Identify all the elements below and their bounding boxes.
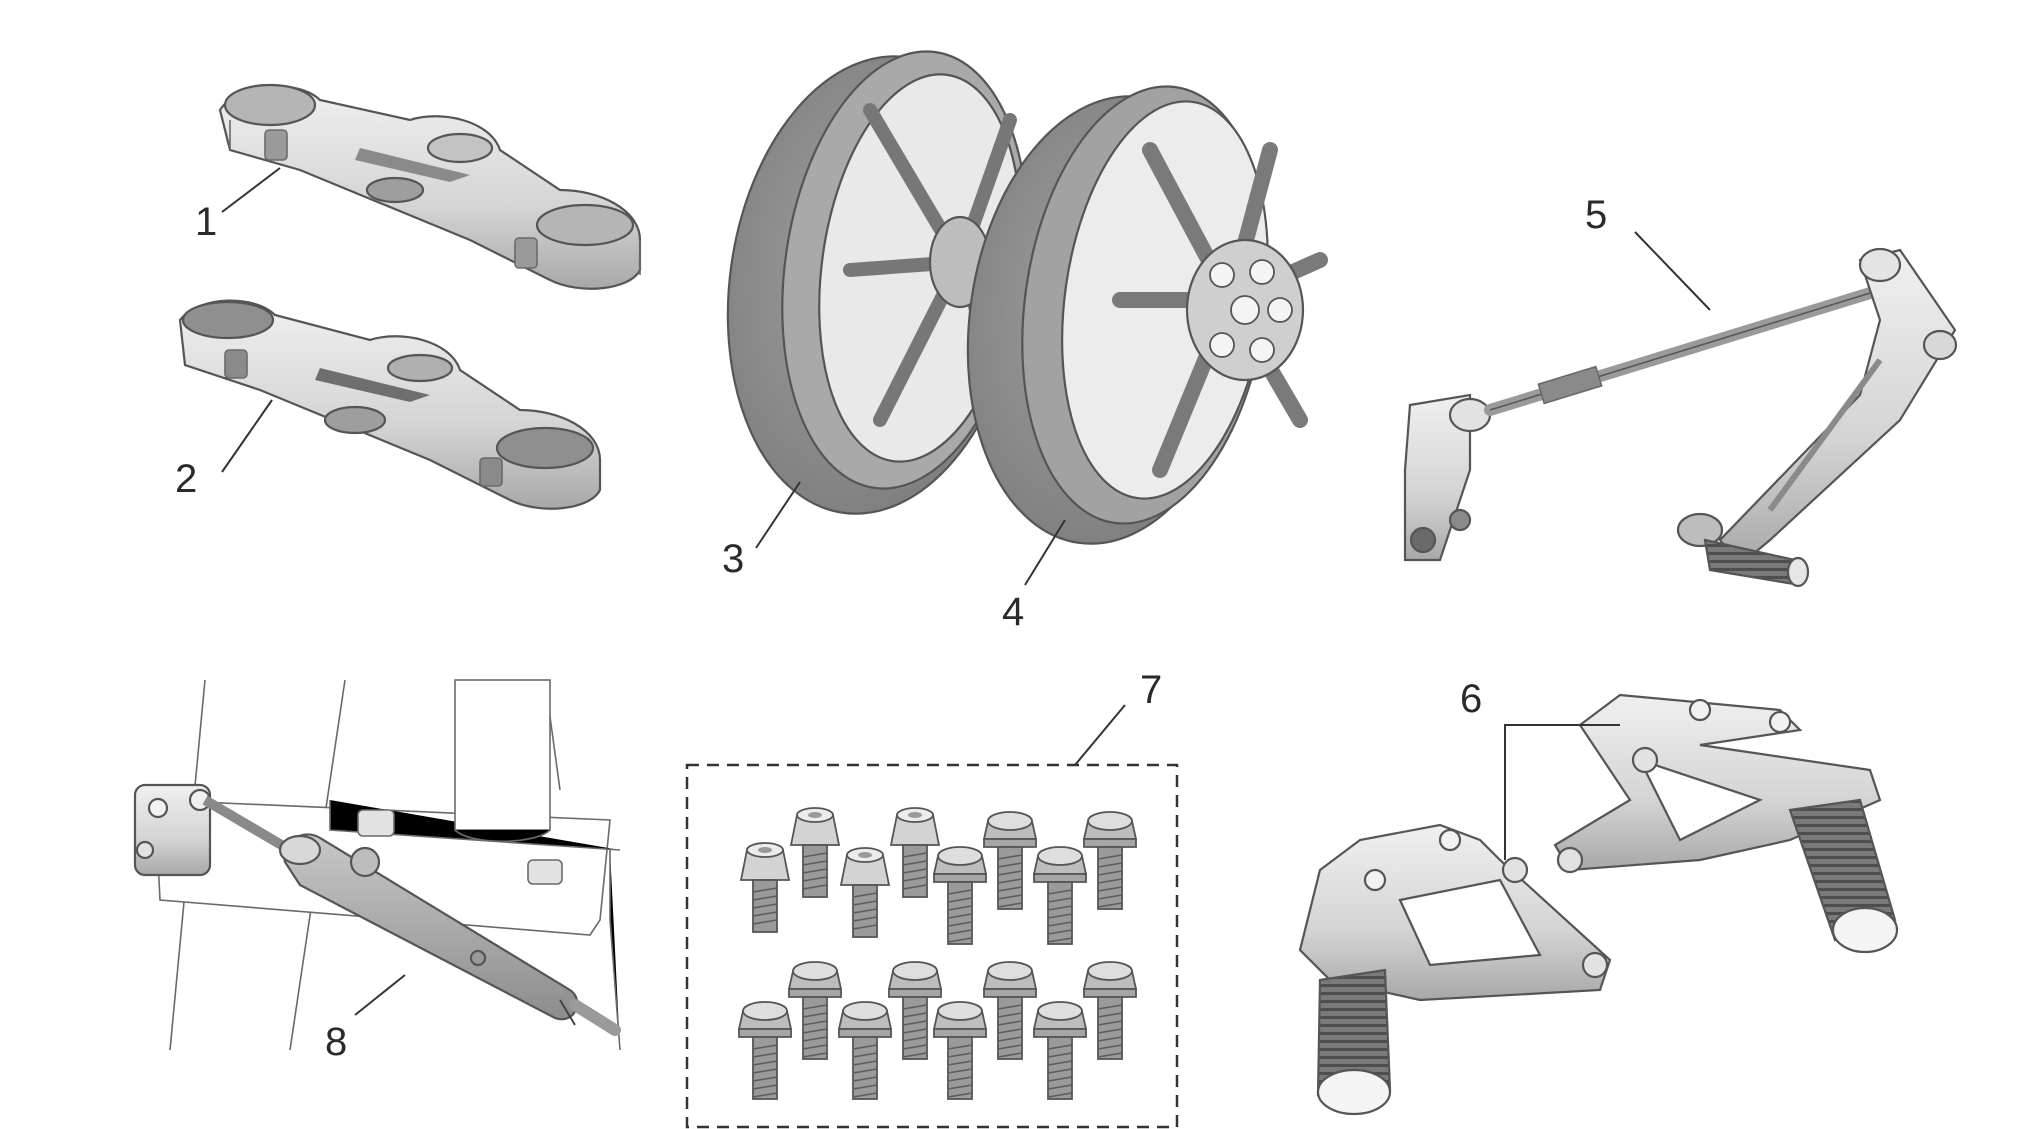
part-8-steering-damper [133,679,621,1051]
callout-2: 2 [175,457,197,501]
part-2-triple-clamp-lower [178,299,602,510]
part-1-triple-clamp-upper [218,83,642,290]
callout-1: 1 [195,200,217,244]
part-4-wheel [966,85,1328,545]
callout-8: 8 [325,1020,347,1064]
part-6-rearset-brackets [1298,693,1899,1116]
callout-6: 6 [1460,677,1482,721]
callout-5: 5 [1585,193,1607,237]
callout-3: 3 [722,537,744,581]
part-3-wheel [726,50,1029,515]
part-5-shift-linkage [1403,247,1958,588]
callout-labels: 1 2 3 4 5 6 7 8 [175,193,1607,1064]
callout-7: 7 [1140,668,1162,712]
callout-4: 4 [1002,590,1024,634]
part-7-bolt-kit [685,763,1179,1129]
leader-lines [221,167,1711,1016]
